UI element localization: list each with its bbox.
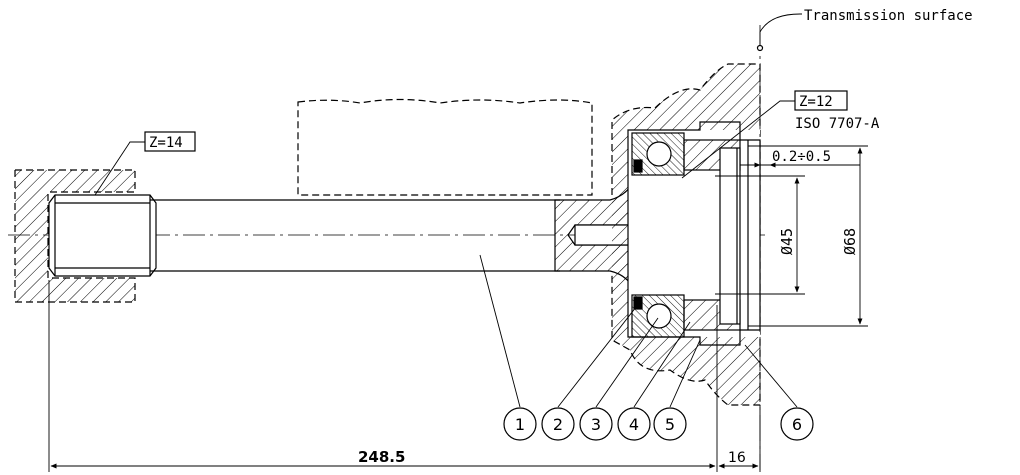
spline-end xyxy=(48,194,157,277)
z14-leader xyxy=(94,141,145,196)
z12-label: Z=12 xyxy=(799,94,833,110)
callout-2: 2 xyxy=(553,415,563,434)
d68-dim-label: Ø68 xyxy=(841,228,859,255)
callout-1: 1 xyxy=(515,415,525,434)
bearing-top xyxy=(631,132,741,176)
callout-3: 3 xyxy=(591,415,601,434)
left-housing xyxy=(14,169,136,303)
callout-leaders xyxy=(479,254,798,408)
d68-dimension xyxy=(748,145,868,327)
transmission-surface-marker xyxy=(756,44,764,52)
d45-dim-label: Ø45 xyxy=(778,228,796,255)
callout-circles xyxy=(503,407,814,441)
d45-dimension xyxy=(715,175,805,295)
offset-dim-label: 0.2÷0.5 xyxy=(772,149,831,165)
iso-label: ISO 7707-A xyxy=(795,116,880,132)
shaft-body xyxy=(150,199,560,272)
cover-plate xyxy=(719,140,749,330)
dim-16-label: 16 xyxy=(728,450,746,466)
callout-5: 5 xyxy=(665,415,675,434)
length-dimension xyxy=(48,280,761,472)
length-dim-label: 248.5 xyxy=(358,448,405,466)
z14-label: Z=14 xyxy=(149,135,183,151)
callout-4: 4 xyxy=(629,415,639,434)
z14-box xyxy=(144,131,196,152)
transmission-surface-label: Transmission surface xyxy=(804,8,973,24)
z12-box xyxy=(794,90,848,111)
z12-leader xyxy=(681,100,795,179)
phantom-part xyxy=(297,98,593,196)
callout-6: 6 xyxy=(792,415,802,434)
